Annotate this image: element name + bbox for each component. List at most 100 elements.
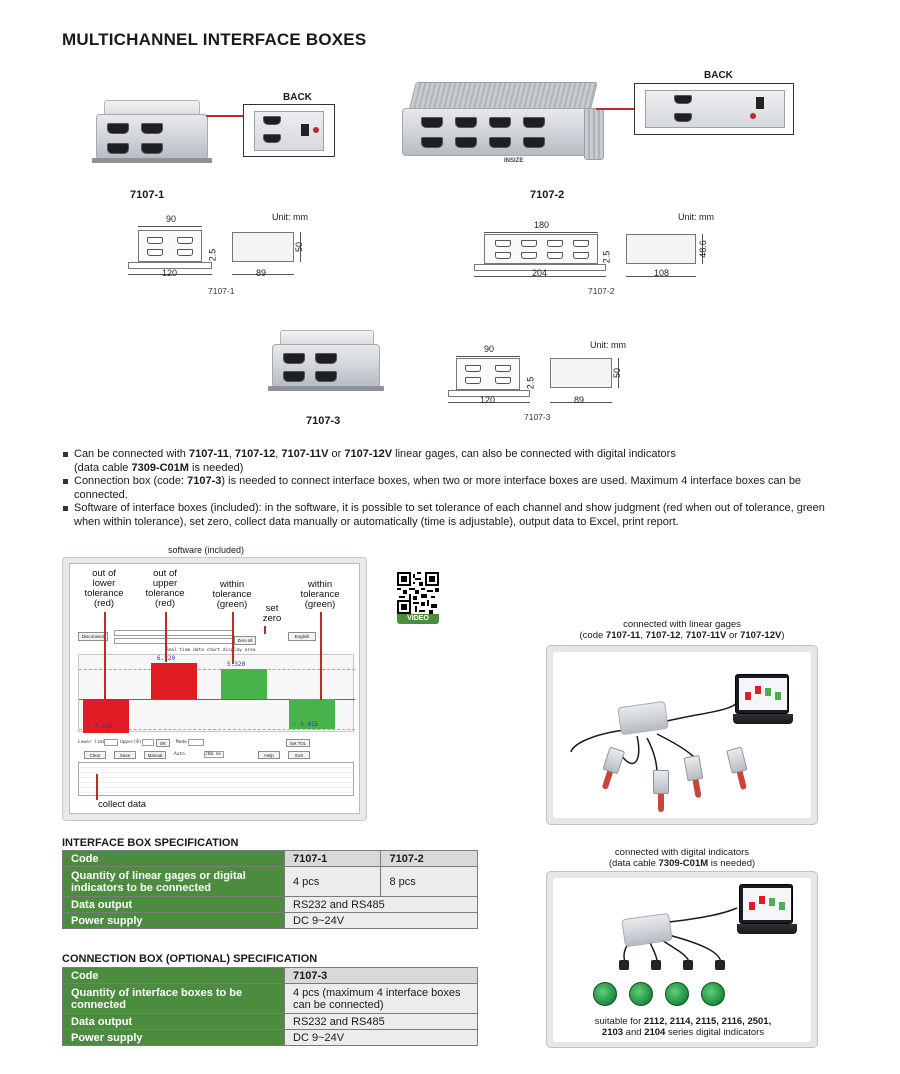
spec-row-power: Power supply DC 9~24V (62, 1029, 478, 1046)
linear-gages-caption: connected with linear gages (code 7107-1… (579, 619, 785, 641)
digital-indicators-caption: connected with digital indicators (data … (608, 847, 756, 869)
interface-spec-title: INTERFACE BOX SPECIFICATION (62, 837, 239, 849)
laptop (733, 674, 793, 738)
unit-label: Unit: mm (272, 212, 308, 222)
annotation-set-zero: set zero (262, 603, 282, 624)
spec-value: RS232 and RS485 (284, 1013, 478, 1030)
qr-icon (397, 572, 439, 614)
annotation-line (232, 612, 234, 664)
spec-value: 7107-1 (283, 850, 382, 867)
feature-item-compat: Can be connected with 7107-11, 7107-12, … (62, 448, 832, 475)
drawing-caption: 7107-3 (524, 412, 551, 422)
lower-limit-input[interactable] (104, 739, 118, 746)
model-label-7107-2: 7107-2 (530, 189, 565, 201)
drawing-caption: 7107-1 (208, 286, 235, 296)
back-view-7107-2 (634, 83, 794, 135)
software-screenshot: Disconnect Zero all English Real time da… (69, 563, 360, 814)
qr-code[interactable]: VIDEO (397, 572, 439, 624)
exit-button[interactable]: Exit (288, 751, 310, 759)
suitable-models-text: suitable for 2112, 2114, 2115, 2116, 250… (594, 1016, 772, 1038)
spec-key: Data output (62, 1013, 285, 1030)
dim-width-base: 120 (480, 395, 496, 405)
back-connector-line-2 (596, 108, 634, 110)
connection-spec-table: Code 7107-3 Quantity of interface boxes … (62, 967, 478, 1046)
upper-limit-label: Upper(0) (120, 740, 142, 745)
mode-label: Mode (176, 740, 187, 745)
dim-height: 50 (612, 367, 623, 379)
spec-row-data-output: Data output RS232 and RS485 (62, 1013, 478, 1030)
annotation-within-tolerance-1: within tolerance (green) (212, 579, 252, 610)
model-label-7107-1: 7107-1 (130, 189, 165, 201)
digital-indicator (629, 982, 653, 1006)
bar-value-3: 5.320 (227, 661, 246, 668)
english-button[interactable]: English (288, 632, 316, 641)
spec-value: 7107-3 (284, 967, 478, 984)
interface-spec-table: Code 7107-1 7107-2 Quantity of linear ga… (62, 850, 478, 929)
annotation-collect-data: collect data (98, 799, 147, 810)
annotation-upper-tolerance: out of upper tolerance (red) (145, 568, 185, 609)
auto-checkbox[interactable]: Auto (174, 752, 185, 757)
spec-value: DC 9~24V (284, 1029, 478, 1046)
manual-button[interactable]: Manual (144, 751, 166, 759)
spec-key: Data output (62, 896, 285, 913)
data-log-table[interactable] (78, 762, 354, 796)
spec-key: Quantity of interface boxes to be connec… (62, 983, 285, 1014)
drawing-caption: 7107-2 (588, 286, 615, 296)
dim-side-length: 89 (574, 395, 585, 405)
bar-ch1 (83, 699, 129, 733)
spec-value: 4 pcs (maximum 4 interface boxes can be … (284, 983, 478, 1014)
brand-logo: INSIZE (504, 158, 524, 164)
spec-row-power: Power supply DC 9~24V (62, 912, 478, 929)
feature-item-connection-box: Connection box (code: 7107-3) is needed … (62, 475, 832, 502)
help-button[interactable]: Help (258, 751, 280, 759)
unit-label: Unit: mm (590, 340, 626, 350)
annotation-lower-tolerance: out of lower tolerance (red) (84, 568, 124, 609)
spec-row-quantity: Quantity of linear gages or digital indi… (62, 866, 478, 897)
lower-limit-label: Lower limit (78, 740, 108, 745)
feature-list: Can be connected with 7107-11, 7107-12, … (62, 448, 832, 529)
annotation-line (96, 774, 98, 800)
dimension-drawing-7107-3: 90 2.5 120 50 89 Unit: mm 7107-3 (448, 340, 638, 424)
dim-side-length: 108 (654, 268, 670, 278)
spec-value: 8 pcs (380, 866, 478, 897)
spec-value: DC 9~24V (284, 912, 478, 929)
zero-all-button[interactable]: Zero all (234, 636, 256, 645)
bar-value-4: - 5.915 (293, 721, 319, 728)
unit-label: Unit: mm (678, 212, 714, 222)
upper-limit-input[interactable] (142, 739, 154, 746)
clear-button[interactable]: Clear (84, 751, 106, 759)
bar-ch3 (221, 669, 267, 699)
set-tol-button[interactable]: Set TOL (286, 739, 310, 747)
dimension-drawing-7107-1: 90 2.5 120 50 89 Unit: mm 7107-1 (128, 210, 318, 300)
spec-key: Quantity of linear gages or digital indi… (62, 866, 285, 897)
connection-spec-title: CONNECTION BOX (OPTIONAL) SPECIFICATION (62, 953, 318, 965)
ok-button[interactable]: OK (156, 739, 170, 747)
product-photo-7107-1 (92, 100, 212, 168)
disconnect-button[interactable]: Disconnect (78, 632, 108, 641)
auto-interval-input[interactable]: 200 ms (204, 751, 224, 758)
dim-offset: 2.5 (525, 376, 536, 390)
digital-indicator (593, 982, 617, 1006)
spec-row-code: Code 7107-1 7107-2 (62, 850, 478, 867)
dimension-drawing-7107-2: 180 2.5 204 48.6 108 Unit: mm 7107-2 (470, 212, 720, 300)
spec-value: 4 pcs (283, 866, 382, 897)
realtime-chart: - 7.220 6.220 5.320 - 5.915 (78, 654, 355, 733)
dim-width-base: 204 (532, 268, 548, 278)
page-title: MULTICHANNEL INTERFACE BOXES (62, 30, 367, 49)
dim-width-top: 90 (166, 214, 177, 224)
spec-value: 7107-2 (380, 850, 478, 867)
dim-side-length: 89 (256, 268, 267, 278)
bar-ch2 (151, 663, 197, 699)
spec-row-code: Code 7107-3 (62, 967, 478, 984)
bar-ch4 (289, 699, 335, 729)
mode-select[interactable] (188, 739, 204, 746)
back-view-7107-1 (243, 104, 335, 157)
annotation-within-tolerance-2: within tolerance (green) (300, 579, 340, 610)
annotation-line (104, 612, 106, 700)
laptop (737, 884, 797, 948)
dim-width-base: 120 (162, 268, 178, 278)
spec-row-data-output: Data output RS232 and RS485 (62, 896, 478, 913)
linear-gages-panel (546, 645, 818, 825)
back-label-1: BACK (283, 92, 312, 103)
save-button[interactable]: Save (114, 751, 136, 759)
